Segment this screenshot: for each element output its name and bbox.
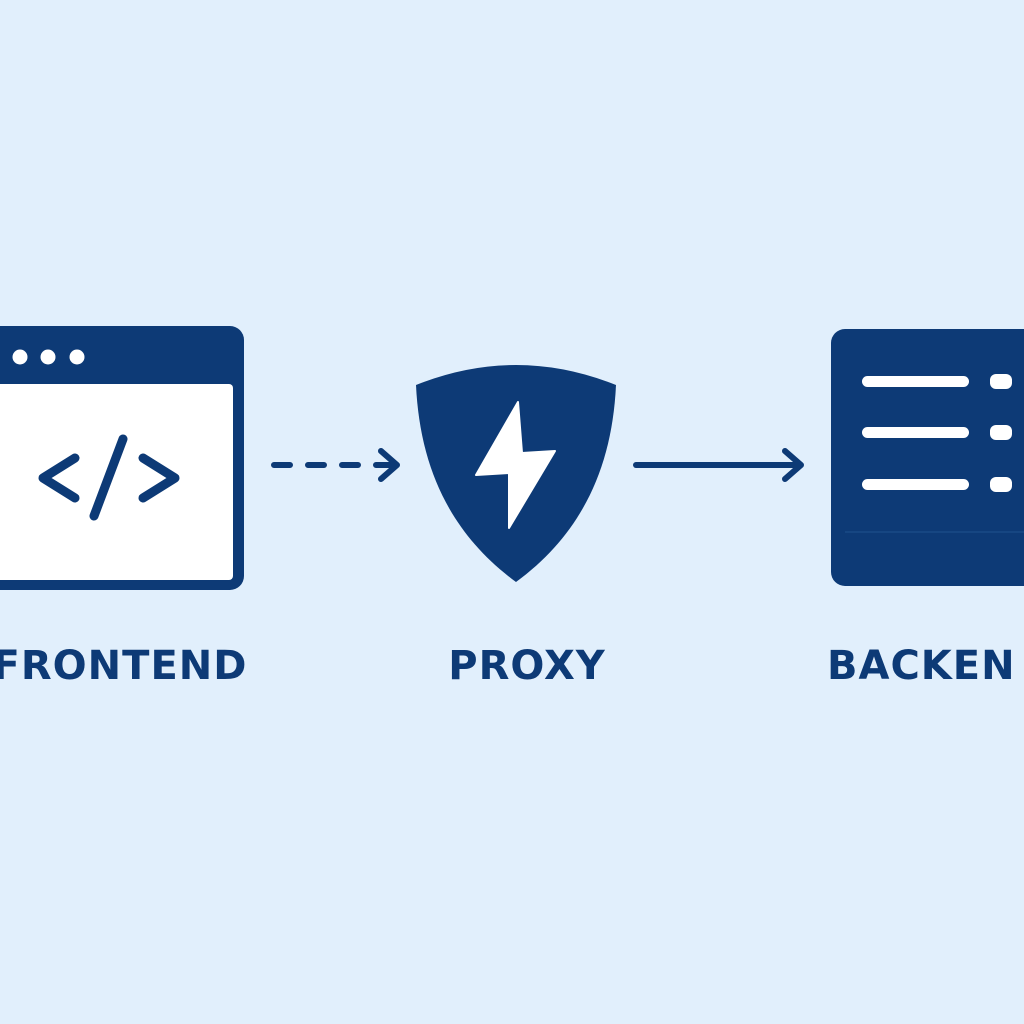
shield-lightning-icon	[416, 365, 616, 582]
browser-window-body	[0, 384, 233, 580]
server-line	[862, 376, 969, 387]
server-list-icon	[831, 329, 1024, 586]
backend-node: BACKEN	[827, 329, 1024, 689]
arrow-head	[782, 448, 804, 482]
edge-frontend-proxy	[271, 448, 400, 482]
lightning-bolt-icon	[475, 401, 556, 529]
browser-dot	[40, 349, 56, 365]
browser-dot	[69, 349, 85, 365]
node-label-backend: BACKEN	[827, 643, 1016, 689]
code-brackets-icon	[38, 434, 180, 521]
server-indicator	[990, 477, 1012, 492]
server-indicator	[990, 425, 1012, 440]
node-label-frontend: FRONTEND	[0, 643, 247, 689]
edge-proxy-backend	[633, 448, 804, 482]
browser-code-icon	[0, 326, 244, 590]
server-panel	[831, 329, 1024, 586]
arrow-head	[378, 448, 400, 482]
node-label-proxy: PROXY	[448, 643, 606, 689]
proxy-node: PROXY	[416, 365, 616, 689]
server-line	[862, 427, 969, 438]
frontend-node: FRONTEND	[0, 326, 247, 689]
browser-dot	[12, 349, 28, 365]
server-line	[862, 479, 969, 490]
server-indicator	[990, 374, 1012, 389]
